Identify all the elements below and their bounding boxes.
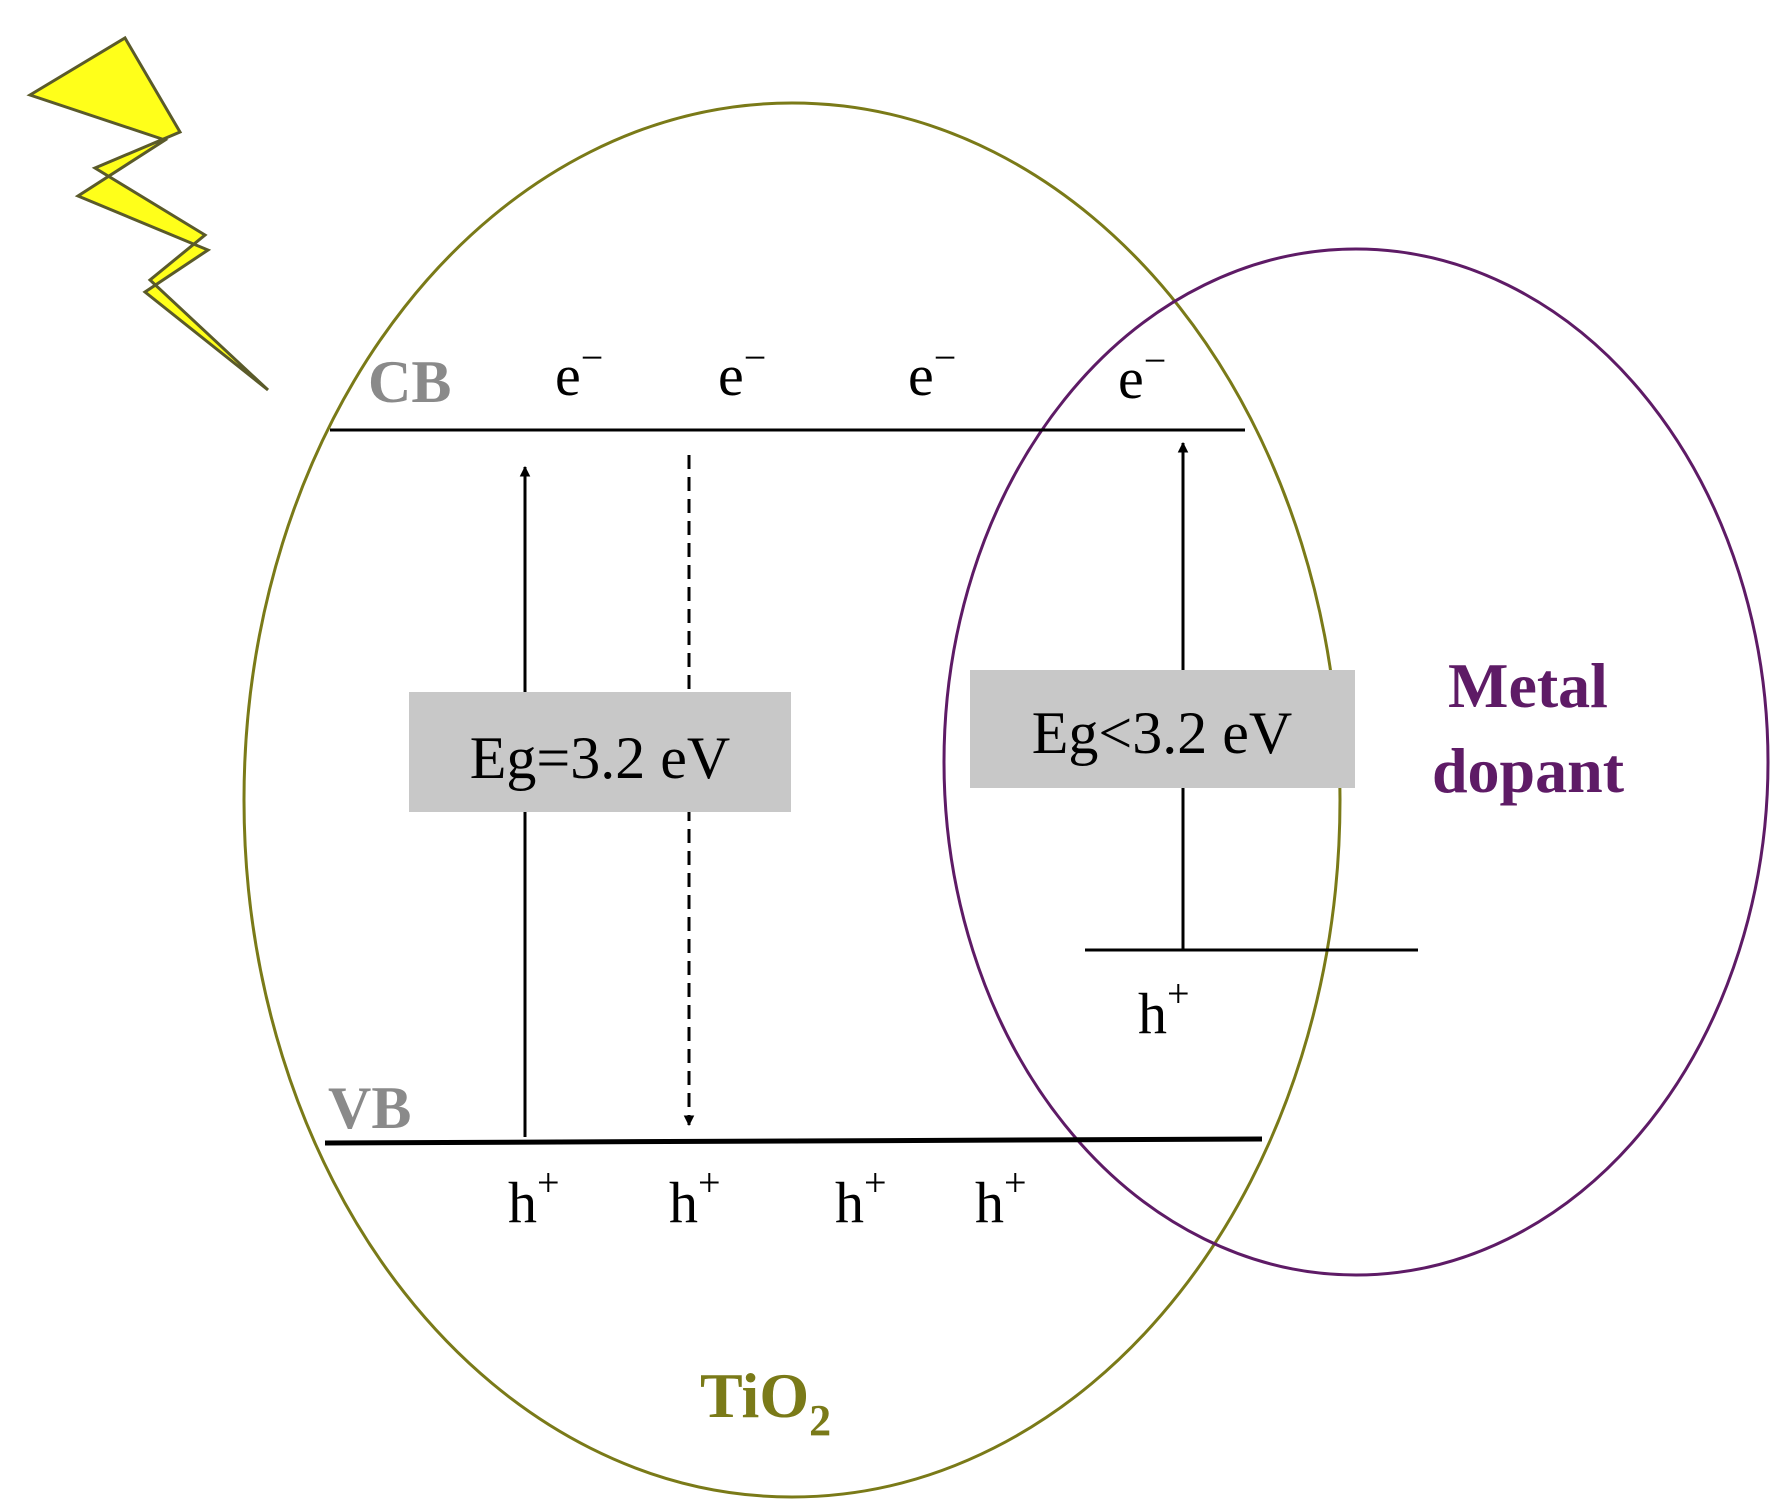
tio2-particle-outline [242,101,1342,1499]
hole: h+ [669,1160,721,1235]
tio2-label: TiO2 [700,1360,831,1445]
lightning-bolt-icon [26,35,270,392]
dopant-hole: h+ [1138,971,1190,1046]
metal-dopant-label-line2: dopant [1432,735,1625,806]
vb-label: VB [328,1075,411,1141]
metal-dopant-label-line1: Metal [1448,650,1608,721]
cb-label: CB [368,349,451,415]
hole: h+ [508,1160,560,1235]
electron: e− [555,335,603,408]
valence-band-line [324,1136,1263,1146]
doped-gap-label: Eg<3.2 eV [1032,700,1292,766]
tio2-gap-label: Eg=3.2 eV [470,725,730,791]
electron: e− [718,335,766,408]
metal-dopant-outline [942,247,1770,1277]
electron: e− [1118,338,1166,411]
electron: e− [908,335,956,408]
tio2-gap-box [409,692,791,812]
hole: h+ [975,1160,1027,1235]
hole: h+ [835,1160,887,1235]
doped-gap-box [970,670,1355,788]
